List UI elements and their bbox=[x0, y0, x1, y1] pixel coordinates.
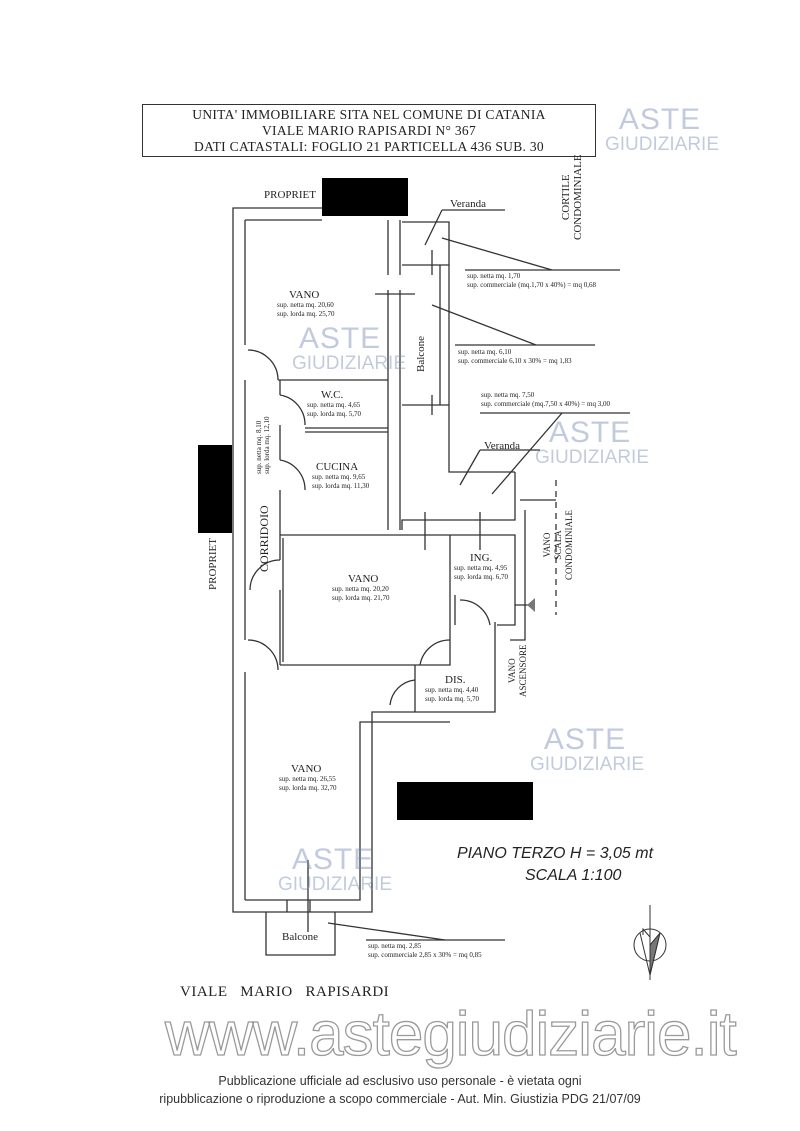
label-balcone-bottom: Balcone bbox=[282, 931, 319, 943]
label-corridoio: CORRIDOIO bbox=[257, 505, 271, 572]
label-veranda-mid: Veranda bbox=[484, 440, 521, 452]
header-line-2: VIALE MARIO RAPISARDI N° 367 bbox=[261, 123, 477, 138]
label-propriet-top: PROPRIET bbox=[264, 189, 316, 201]
north-arrow-icon bbox=[633, 905, 667, 980]
footer-notice: Pubblicazione ufficiale ad esclusivo uso… bbox=[159, 1074, 641, 1106]
plan-scale-label: SCALA 1:100 bbox=[525, 867, 622, 884]
plan-floor-label: PIANO TERZO H = 3,05 mt bbox=[457, 845, 654, 862]
label-veranda-top: Veranda bbox=[450, 198, 487, 210]
label-balcone-side: Balcone bbox=[415, 335, 427, 372]
redaction-block bbox=[397, 782, 533, 820]
street-label: VIALE MARIO RAPISARDI bbox=[180, 984, 390, 1000]
entrance-arrow-icon bbox=[527, 598, 535, 612]
header-box: UNITA' IMMOBILIARE SITA NEL COMUNE DI CA… bbox=[142, 104, 596, 157]
redaction-block bbox=[322, 178, 408, 216]
header-line-1: UNITA' IMMOBILIARE SITA NEL COMUNE DI CA… bbox=[192, 107, 546, 122]
redaction-block bbox=[198, 445, 232, 533]
header-line-3: DATI CATASTALI: FOGLIO 21 PARTICELLA 436… bbox=[194, 139, 544, 154]
label-propriet-left: PROPRIET bbox=[207, 538, 219, 590]
watermark-url: www.astegiudiziarie.it bbox=[164, 1000, 737, 1069]
